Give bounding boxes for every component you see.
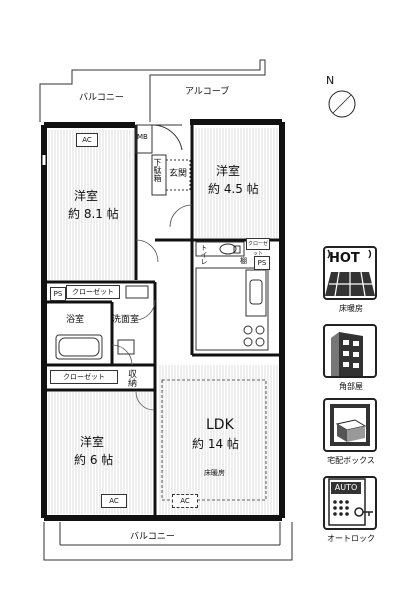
room-c-floor [48, 392, 154, 514]
room-c-size: 約 6 帖 [74, 453, 114, 467]
room-a-name: 洋室 [74, 189, 99, 203]
shelf-label: 棚 [240, 257, 247, 265]
top-balcony-outline [39, 59, 266, 122]
bath-label: 浴室 [66, 315, 85, 325]
closet-lower-box: クローゼット [50, 370, 118, 384]
kitchen-counter [195, 267, 269, 351]
ac-box-ldk: AC [172, 494, 198, 508]
toilet-closet-box: クローゼット [246, 238, 270, 257]
room-b-name: 洋室 [216, 164, 241, 178]
ps-box-kitchen: PS [254, 256, 270, 270]
alcove-label: アルコーブ [185, 87, 230, 97]
mb-label: MB [137, 133, 148, 141]
ps-box-bath: PS [50, 287, 66, 301]
ldk-floor-heating-label: 床暖房 [204, 469, 225, 477]
entrance-area [135, 124, 191, 196]
feature-corner-room: 角部屋 [323, 324, 379, 392]
washroom-label: 洗面室 [112, 315, 140, 325]
outer-walls [41, 119, 285, 521]
feature-delivery-box: 宅配ボックス [323, 398, 379, 466]
closet-upper-box: クローゼット [66, 285, 120, 299]
delivery-box-caption: 宅配ボックス [327, 456, 375, 465]
room-a-floor [48, 130, 136, 280]
toilet-label: トイレ [200, 244, 208, 265]
compass-north-label: N [326, 74, 335, 87]
entrance-label: 玄関 [169, 169, 188, 179]
floor-heating-icon: HOT [323, 246, 377, 300]
floor-heating-badge: HOT [329, 251, 360, 266]
delivery-box-icon [323, 398, 377, 452]
ac-box-room-a: AC [76, 133, 98, 147]
ac-box-room-c: AC [101, 494, 127, 508]
room-b-size: 約 4.5 帖 [208, 182, 259, 196]
storage-label: 収納 [126, 369, 136, 387]
floor-heating-caption: 床暖房 [339, 304, 363, 313]
compass-icon [328, 90, 356, 118]
ldk-floor-heating-zone [161, 379, 267, 501]
shoe-box-label: 下駄箱 [153, 158, 162, 182]
auto-lock-badge: AUTO [331, 482, 361, 494]
room-b-floor [194, 128, 278, 238]
toilet-room [195, 241, 245, 257]
room-c-name: 洋室 [80, 435, 105, 449]
ldk-name: LDK [206, 417, 234, 433]
corner-room-icon [323, 324, 377, 378]
auto-lock-icon: AUTO [323, 476, 377, 530]
balcony-bottom-label: バルコニー [130, 532, 175, 542]
ldk-size: 約 14 帖 [192, 437, 239, 451]
feature-floor-heating: HOT 床暖房 [323, 246, 379, 314]
corner-room-caption: 角部屋 [339, 382, 363, 391]
balcony-top-label: バルコニー [79, 93, 124, 103]
feature-auto-lock: AUTO オートロック [323, 476, 379, 544]
ldk-floor [158, 365, 278, 515]
bathroom-fixtures [55, 285, 149, 360]
room-a-size: 約 8.1 帖 [68, 207, 119, 221]
door-swings [111, 204, 193, 411]
bottom-balcony-outline [43, 522, 293, 561]
auto-lock-caption: オートロック [327, 534, 375, 543]
